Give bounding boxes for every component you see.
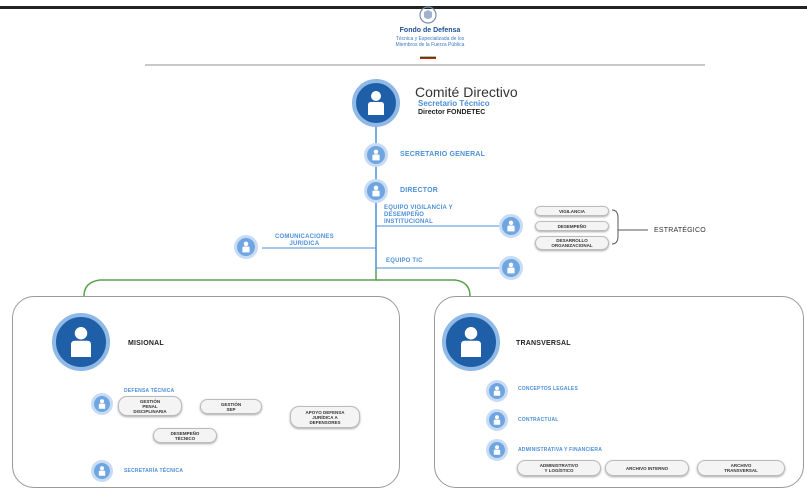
secretario-general-label: SECRETARIO GENERAL bbox=[400, 151, 486, 158]
misional-title: MISIONAL bbox=[128, 340, 164, 347]
org-name: Fondo de Defensa bbox=[399, 27, 461, 34]
contractual-person-icon bbox=[486, 409, 508, 431]
vigilancia-person-icon bbox=[499, 214, 523, 238]
pill-desempeno: DESEMPEÑO bbox=[535, 221, 609, 231]
transversal-person-icon bbox=[442, 313, 500, 371]
director-person-icon bbox=[364, 179, 388, 203]
pill-vigilancia: VIGILANCIA bbox=[535, 206, 609, 216]
director-label: DIRECTOR bbox=[400, 187, 439, 194]
secretaria-person-icon bbox=[91, 460, 113, 482]
pill-gestion-penal: GESTIÓN PENAL DISCIPLINARIA bbox=[118, 396, 182, 416]
equipo-vigilancia-label: EQUIPO VIGILANCIA Y DESEMPEÑO INSTITUCIO… bbox=[384, 205, 453, 225]
defensa-tecnica-label: DEFENSA TÉCNICA bbox=[124, 388, 175, 394]
administrativa-person-icon bbox=[486, 439, 508, 461]
pill-desarrollo: DESARROLLO ORGANIZACIONAL bbox=[535, 236, 609, 250]
comite-title: Comité Directivo bbox=[415, 84, 518, 100]
tic-person-icon bbox=[499, 256, 523, 280]
secretario-person-icon bbox=[364, 143, 388, 167]
estrategico-label: ESTRATÉGICO bbox=[654, 227, 706, 234]
comunicaciones-person-icon bbox=[234, 235, 258, 259]
comite-person-icon bbox=[352, 79, 400, 127]
pill-administrativo: ADMINISTRATIVO Y LOGÍSTICO bbox=[517, 460, 601, 476]
top-border bbox=[0, 6, 807, 9]
defensa-person-icon bbox=[91, 393, 113, 415]
administrativa-label: ADMINISTRATIVA Y FINANCIERA bbox=[518, 447, 603, 453]
seal-icon bbox=[419, 6, 437, 24]
org-subtitle: Técnica y Especializada de los Miembros … bbox=[395, 36, 465, 48]
pill-gestion-sep: GESTIÓN SEP bbox=[200, 399, 262, 414]
contractual-label: CONTRACTUAL bbox=[518, 417, 559, 423]
pill-apoyo-defensa: APOYO DEFENSA JURÍDICA A DEFENSORES bbox=[290, 406, 360, 428]
comite-subtitle-1: Secretario Técnico bbox=[418, 99, 490, 108]
header-divider bbox=[145, 64, 705, 66]
pill-archivo-interno: ARCHIVO INTERNO bbox=[605, 460, 689, 476]
pill-archivo-transversal: ARCHIVO TRANSVERSAL bbox=[697, 460, 785, 476]
secretaria-tecnica-label: SECRETARÍA TÉCNICA bbox=[124, 468, 184, 474]
conceptos-legales-label: CONCEPTOS LEGALES bbox=[518, 386, 578, 392]
transversal-title: TRANSVERSAL bbox=[516, 340, 571, 347]
pill-desempeno-tecnico: DESEMPEÑO TÉCNICO bbox=[153, 428, 217, 443]
misional-person-icon bbox=[52, 313, 110, 371]
conceptos-person-icon bbox=[486, 380, 508, 402]
comunicaciones-label: COMUNICACIONES JURIDICA bbox=[275, 234, 334, 247]
flag-icon bbox=[420, 56, 436, 59]
equipo-tic-label: EQUIPO TIC bbox=[386, 258, 423, 264]
comite-subtitle-2: Director FONDETEC bbox=[418, 109, 486, 116]
